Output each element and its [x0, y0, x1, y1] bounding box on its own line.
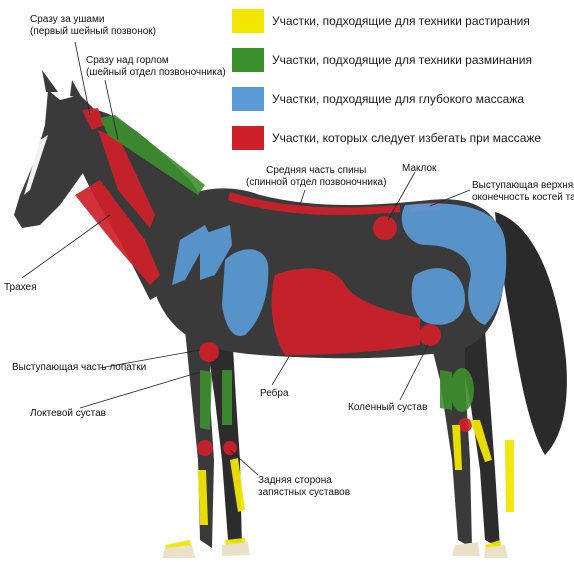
- avoid-shoulder: [199, 342, 219, 362]
- callout-line: Локтевой сустав: [30, 408, 106, 420]
- callout-trachea: Трахея: [4, 282, 37, 294]
- callout-line: (спинной отдел позвоночника): [246, 177, 386, 189]
- front-leg-near: [185, 330, 214, 548]
- callout-elbow: Локтевой сустав: [30, 408, 106, 420]
- horse-ear-1: [42, 70, 58, 92]
- callout-line: Задняя сторона: [258, 475, 350, 487]
- callout-line: Сразу над горлом: [86, 55, 226, 67]
- legend-label: Участки, подходящие для техники растиран…: [272, 14, 530, 28]
- friction-cannon-5: [505, 440, 514, 512]
- legend-item-avoid: Участки, которых следует избегать при ма…: [232, 126, 541, 150]
- hoof-3: [452, 542, 480, 556]
- legend-label: Участки, подходящие для техники разминан…: [272, 53, 532, 67]
- callout-line: Ребра: [260, 388, 289, 400]
- callout-maklok: Маклок: [402, 163, 436, 175]
- callout-ribs: Ребра: [260, 388, 289, 400]
- knead-hind: [440, 370, 452, 410]
- callout-line: запястных суставов: [258, 487, 350, 499]
- hind-leg-near: [425, 320, 472, 548]
- avoid-elbow-1: [197, 440, 213, 456]
- knead-foreleg-2: [222, 370, 232, 425]
- legend-item-kneading: Участки, подходящие для техники разминан…: [232, 48, 532, 72]
- callout-line: Средняя часть спины: [246, 165, 386, 177]
- knead-foreleg: [200, 370, 212, 430]
- horse-ear-2: [70, 80, 82, 98]
- hooves: [162, 542, 508, 558]
- leader-ribs: [272, 355, 290, 385]
- callout-mid-back: Средняя часть спины (спинной отдел позво…: [246, 165, 386, 189]
- callout-line: оконечность костей таза: [472, 192, 574, 204]
- swatch-yellow: [232, 9, 264, 33]
- callout-pelvis: Выступающая верхняя оконечность костей т…: [472, 180, 574, 204]
- callout-behind-ears: Сразу за ушами (первый шейный позвонок): [30, 14, 156, 38]
- callout-line: (первый шейный позвонок): [30, 26, 156, 38]
- swatch-green: [232, 48, 264, 72]
- callout-line: Сразу за ушами: [30, 14, 156, 26]
- legend-item-friction: Участки, подходящие для техники растиран…: [232, 9, 530, 33]
- callout-line: Коленный сустав: [348, 402, 427, 414]
- legend-label: Участки, которых следует избегать при ма…: [272, 131, 541, 145]
- deep-thigh: [412, 268, 465, 325]
- swatch-red: [232, 126, 264, 150]
- callout-line: Трахея: [4, 282, 37, 294]
- callout-above-throat: Сразу над горлом (шейный отдел позвоночн…: [86, 55, 226, 79]
- knead-gaskin: [450, 368, 474, 412]
- callout-line: Выступающая верхняя: [472, 180, 574, 192]
- avoid-knee: [419, 324, 441, 346]
- avoid-maklok: [373, 216, 397, 240]
- avoid-elbow-2: [223, 441, 237, 455]
- callout-shoulder-blade: Выступающая часть лопатки: [12, 362, 146, 374]
- swatch-blue: [232, 87, 264, 111]
- callout-line: Выступающая часть лопатки: [12, 362, 146, 374]
- callout-knee: Коленный сустав: [348, 402, 427, 414]
- callout-carpal: Задняя сторона запястных суставов: [258, 475, 350, 499]
- callout-line: Маклок: [402, 163, 436, 175]
- leader-elbow: [80, 372, 200, 408]
- legend-item-deep: Участки, подходящие для глубокого массаж…: [232, 87, 524, 111]
- callout-line: (шейный отдел позвоночника): [86, 67, 226, 79]
- legend-label: Участки, подходящие для глубокого массаж…: [272, 92, 524, 106]
